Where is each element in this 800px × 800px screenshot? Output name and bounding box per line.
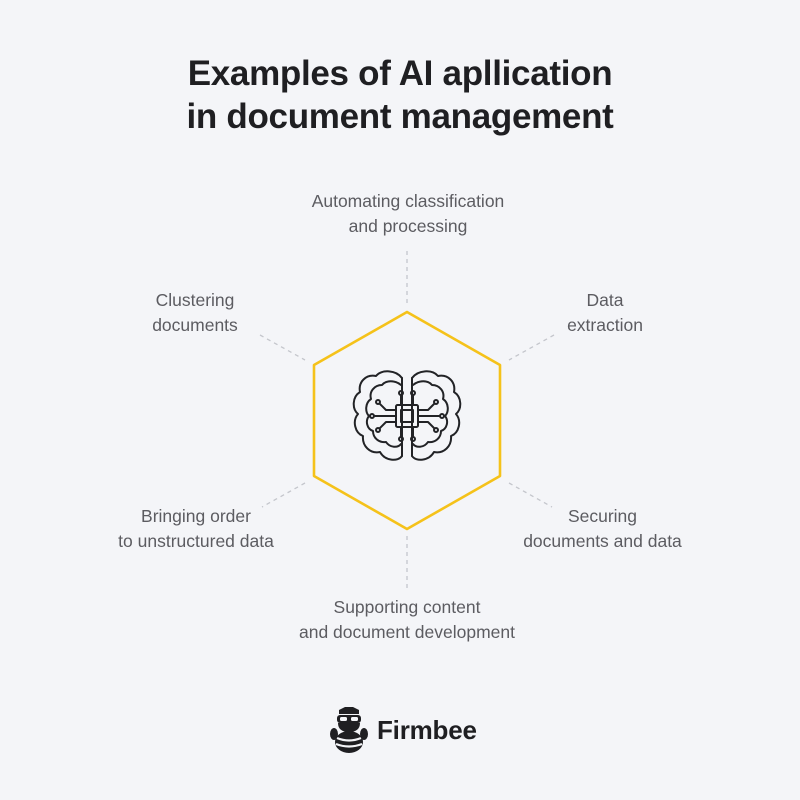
title-line-2: in document management — [186, 97, 614, 136]
label-line: Data — [586, 290, 624, 310]
title-line-1: Examples of AI apllication — [187, 54, 613, 93]
label-securing-documents: Securing documents and data — [480, 504, 725, 554]
connector-bottom-right — [508, 482, 553, 508]
brain-chip-icon — [352, 370, 462, 461]
label-data-extraction: Data extraction — [505, 288, 705, 338]
label-line: Bringing order — [141, 506, 251, 526]
label-line: documents — [152, 315, 238, 335]
label-line: Securing — [567, 506, 638, 526]
label-line: documents and data — [523, 531, 682, 551]
label-clustering-documents: Clustering documents — [95, 288, 295, 338]
label-bringing-order: Bringing order to unstructured data — [96, 504, 296, 554]
connector-top-left — [259, 334, 306, 361]
label-line: extraction — [567, 315, 643, 335]
label-line: to unstructured data — [118, 531, 274, 551]
label-automating-classification: Automating classification and processing — [258, 189, 558, 239]
bee-mascot-icon — [330, 707, 368, 753]
brand: Firmbee — [330, 705, 477, 755]
connector-top-right — [508, 334, 555, 361]
label-line: Automating classification — [311, 191, 505, 211]
label-line: and document development — [299, 622, 515, 642]
page-title: Examples of AI apllication in document m… — [0, 52, 800, 138]
label-line: Clustering — [155, 290, 235, 310]
label-line: Supporting content — [333, 597, 481, 617]
center-hexagon — [312, 310, 502, 531]
brand-name: Firmbee — [377, 714, 477, 745]
connector-bottom-left — [261, 482, 306, 508]
label-supporting-content: Supporting content and document developm… — [257, 595, 557, 645]
label-line: and processing — [348, 216, 468, 236]
